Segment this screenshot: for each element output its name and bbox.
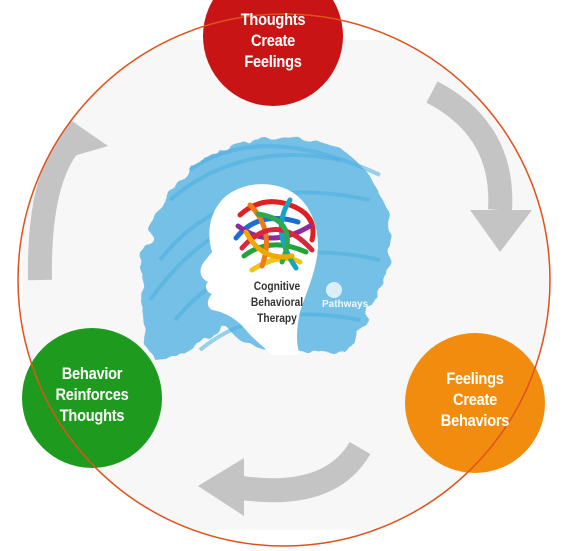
head-silhouette xyxy=(200,184,318,355)
arrowhead-bottom xyxy=(198,458,244,516)
node-thoughts-line: Thoughts xyxy=(240,10,306,29)
brain-scribble-icon xyxy=(233,197,316,273)
node-thoughts-label: Thoughts Create Feelings xyxy=(221,9,324,72)
node-feelings-line: Behaviors xyxy=(440,411,510,430)
node-feelings-line: Feelings xyxy=(446,369,504,388)
center-title-line: Therapy xyxy=(257,311,297,325)
pathways-logo: Pathways xyxy=(322,282,374,312)
node-behavior-circle xyxy=(22,328,162,468)
center-title: Cognitive Behavioral Therapy xyxy=(230,278,324,326)
node-feelings-line: Create xyxy=(453,390,497,409)
center-title-line: Cognitive xyxy=(253,279,301,293)
pathways-logo-icon xyxy=(326,282,342,298)
arrow-bottom xyxy=(240,441,371,503)
node-behavior-line: Thoughts xyxy=(59,406,125,425)
node-thoughts-line: Feelings xyxy=(244,52,302,71)
node-feelings-circle xyxy=(405,333,545,473)
node-thoughts-circle xyxy=(203,0,343,106)
arrowhead-right xyxy=(470,210,532,252)
node-feelings-label: Feelings Create Behaviors xyxy=(423,368,526,431)
arrow-right-top xyxy=(426,81,513,211)
center-title-line: Behavioral xyxy=(250,295,304,309)
node-behavior-line: Reinforces xyxy=(55,385,129,404)
node-thoughts-line: Create xyxy=(251,31,295,50)
node-behavior-label: Behavior Reinforces Thoughts xyxy=(40,363,143,426)
node-behavior-line: Behavior xyxy=(61,364,123,383)
outer-ring xyxy=(17,13,551,547)
pathways-logo-text: Pathways xyxy=(322,299,369,310)
